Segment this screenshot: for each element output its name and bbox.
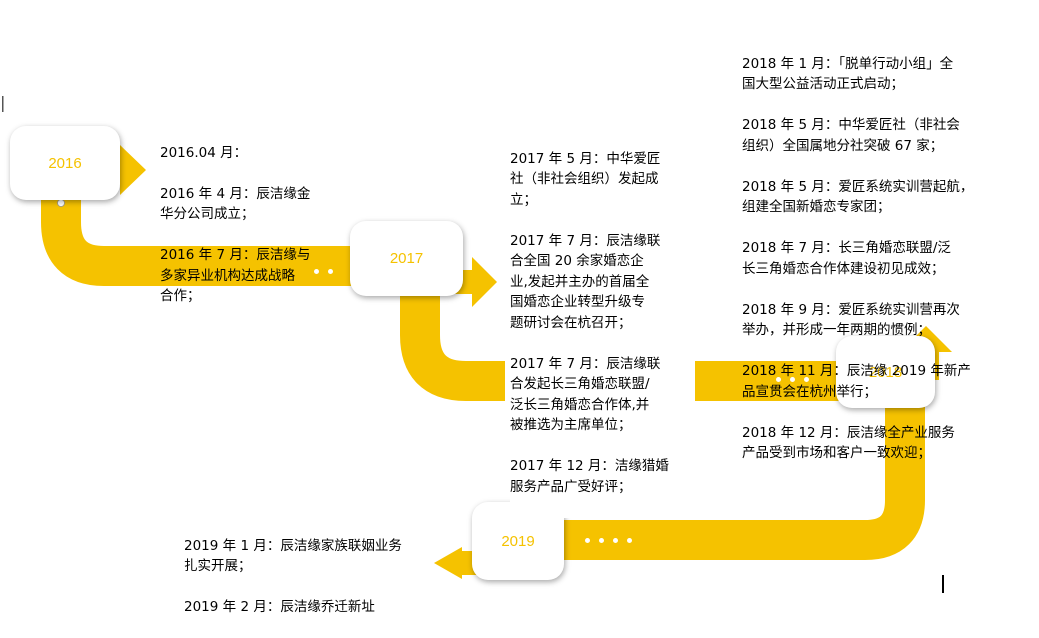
- milestone-item: 2016 年 4 月：辰洁缘金 华分公司成立；: [160, 185, 311, 223]
- year-label: 2016: [48, 154, 82, 172]
- milestone-item: 2018 年 12 月：辰洁缘全产业服务 产品受到市场和客户一致欢迎；: [742, 424, 955, 462]
- milestone-item: 2017 年 7 月：辰洁缘联 合发起长三角婚恋联盟/ 泛长三角婚恋合作体,并 …: [510, 355, 661, 434]
- milestone-item: 2018 年 1 月：「脱单行动小组」全 国大型公益活动正式启动；: [742, 55, 954, 93]
- timeline-track: [2, 96, 952, 579]
- milestone-item: 2019 年 2 月：辰洁缘乔迁新址: [184, 599, 375, 615]
- year-box-2016: 2016: [10, 126, 120, 200]
- milestones-2017: 2017 年 5 月：中华爱匠 社（非社会组织）发起成 立； 2017 年 7 …: [510, 128, 695, 518]
- arrow-right-icon: [95, 145, 146, 195]
- milestone-item: 2017 年 7 月：辰洁缘联 合全国 20 余家婚恋企 业,发起并主办的首届全…: [510, 232, 661, 331]
- milestone-item: 2019 年 1 月：辰洁缘家族联姻业务 扎实开展；: [184, 537, 402, 575]
- milestone-item: 2017 年 5 月：中华爱匠 社（非社会组织）发起成 立；: [510, 150, 661, 208]
- track-dots: [585, 538, 632, 543]
- marker-line: [2, 96, 4, 112]
- node-dot: [57, 199, 65, 207]
- track-segment-2017-2018: [400, 295, 505, 401]
- milestones-2019: 2019 年 1 月：辰洁缘家族联姻业务 扎实开展； 2019 年 2 月：辰洁…: [184, 515, 444, 638]
- milestone-item: 2017 年 12 月：洁缘猎婚 服务产品广受好评；: [510, 458, 669, 495]
- year-box-2017: 2017: [350, 221, 463, 296]
- milestone-item: 2018 年 11 月：辰洁缘 2019 年新产 品宣贯会在杭州举行；: [742, 363, 971, 400]
- year-box-2018: 2018: [836, 336, 935, 408]
- track-dots: [314, 269, 333, 274]
- milestone-item: 2018 年 9 月：爱匠系统实训营再次 举办，并形成一年两期的惯例；: [742, 301, 960, 339]
- track-segment-2018-2019: [540, 380, 925, 560]
- text-cursor: [942, 575, 944, 593]
- track-dots: [776, 377, 809, 382]
- milestone-item: 2016.04 月：: [160, 144, 248, 161]
- milestones-2018: 2018 年 1 月：「脱单行动小组」全 国大型公益活动正式启动； 2018 年…: [742, 33, 992, 484]
- year-label: 2018: [868, 363, 903, 381]
- arrow-right-icon: [444, 257, 497, 307]
- year-label: 2017: [389, 250, 424, 267]
- milestones-2016: 2016.04 月： 2016 年 4 月：辰洁缘金 华分公司成立； 2016 …: [160, 122, 350, 327]
- milestone-item: 2018 年 5 月：爱匠系统实训营起航， 组建全国新婚恋专家团；: [742, 178, 974, 216]
- track-segment-2016-2017: [41, 190, 360, 286]
- milestone-item: 2016 年 7 月：辰洁缘与 多家异业机构达成战略 合作；: [160, 247, 311, 304]
- year-label: 2019: [501, 532, 535, 550]
- milestone-item: 2018 年 7 月：长三角婚恋联盟/泛 长三角婚恋合作体建设初见成效；: [742, 240, 951, 277]
- milestone-item: 2018 年 5 月：中华爱匠社（非社会 组织）全国属地分社突破 67 家；: [742, 117, 960, 154]
